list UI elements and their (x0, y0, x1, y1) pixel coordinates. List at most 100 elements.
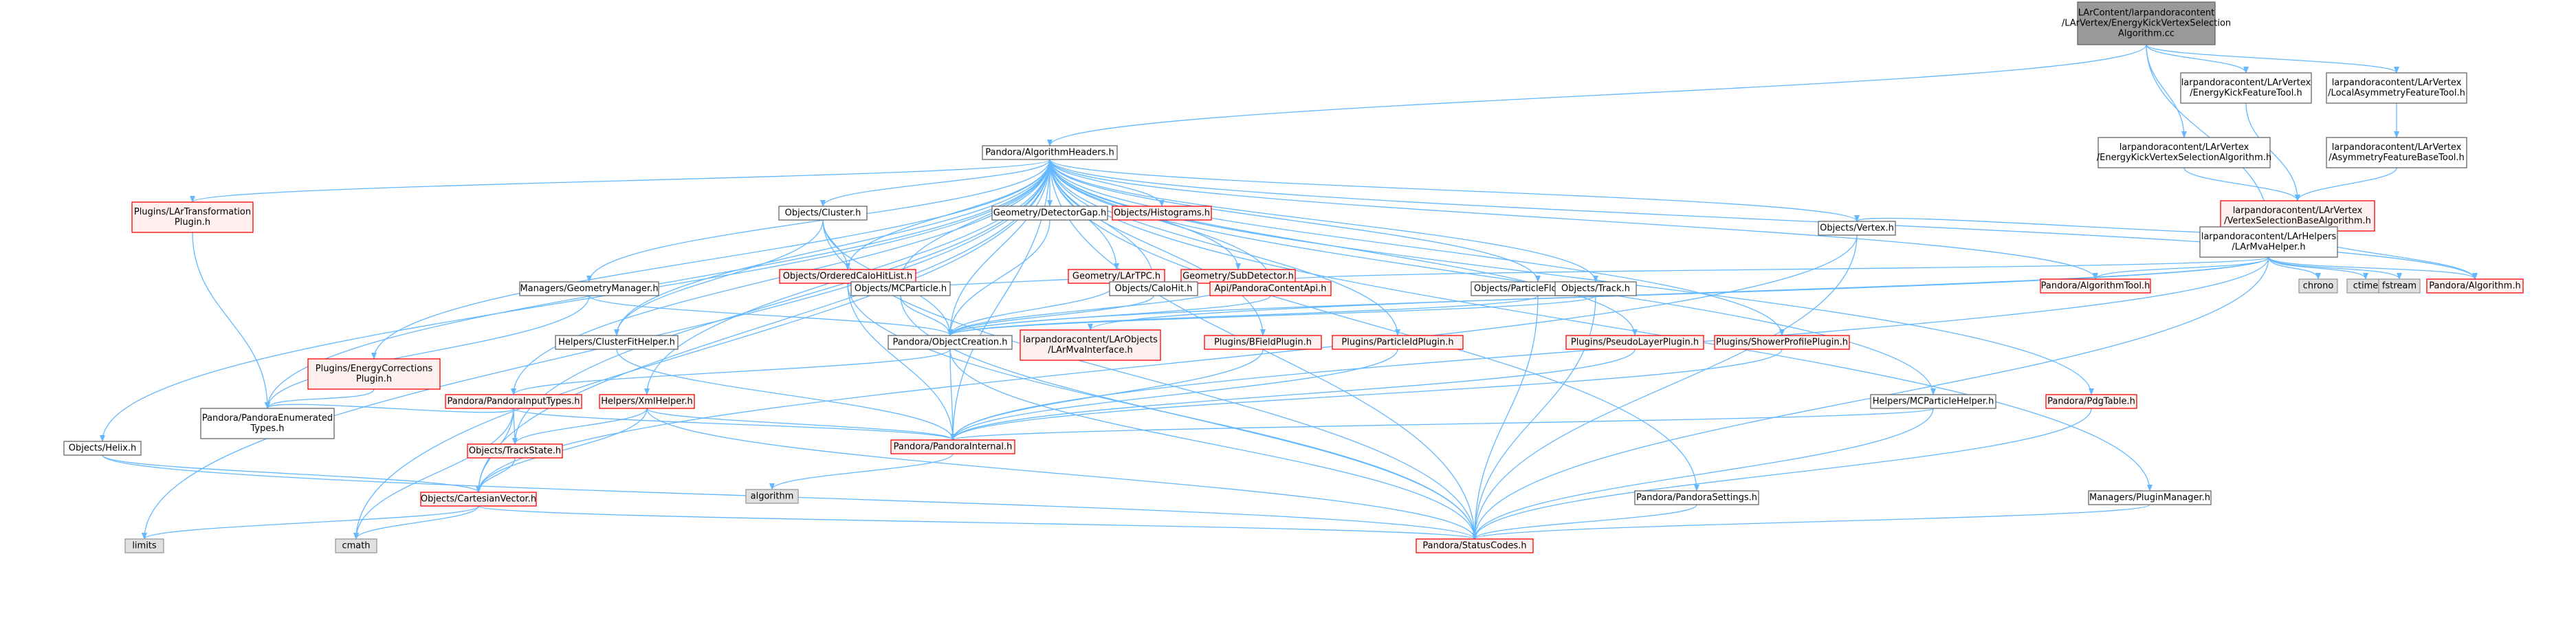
edge-larMva-to-fstream (2268, 256, 2402, 280)
edge-cartesian-to-statusCodes (478, 505, 1477, 540)
node-label-enumTypes-0: Pandora/PandoraEnumerated (202, 413, 333, 424)
node-clusterFit[interactable]: Helpers/ClusterFitHelper.h (555, 335, 679, 350)
node-box-inputTypes (445, 394, 582, 409)
node-algorithmH[interactable]: Pandora/Algorithm.h (2426, 278, 2524, 294)
node-bfield[interactable]: Plugins/BFieldPlugin.h (1204, 335, 1322, 350)
node-label-mcParticle-0: Objects/MCParticle.h (855, 284, 947, 294)
edge-pfo-to-statusCodes (1472, 295, 1539, 540)
node-box-limits (124, 538, 164, 553)
node-label-clusterH-0: Objects/Cluster.h (785, 208, 861, 219)
node-larMva[interactable]: larpandoracontent/LArHelpers/LArMvaHelpe… (2199, 226, 2338, 258)
node-box-detGap (991, 206, 1108, 221)
node-box-mcParticle (850, 281, 951, 296)
node-inputTypes[interactable]: Pandora/PandoraInputTypes.h (445, 394, 582, 409)
node-geomMgr[interactable]: Managers/GeometryManager.h (519, 281, 659, 296)
node-pidPlugin[interactable]: Plugins/ParticleIdPlugin.h (1332, 335, 1464, 350)
node-ctime[interactable]: ctime (2346, 278, 2385, 294)
node-label-vsBase-1: /VertexSelectionBaseAlgorithm.h (2224, 216, 2371, 226)
node-statusCodes[interactable]: Pandora/StatusCodes.h (1416, 538, 1534, 553)
edge-algoHeaders-to-mcParticle (898, 159, 1050, 283)
edge-algoHeaders-to-geomMgr (586, 159, 1050, 283)
node-mcParticle[interactable]: Objects/MCParticle.h (850, 281, 951, 296)
node-cartesian[interactable]: Objects/CartesianVector.h (420, 492, 537, 507)
node-contentApi[interactable]: Api/PandoraContentApi.h (1209, 281, 1332, 296)
node-vertexH[interactable]: Objects/Vertex.h (1818, 221, 1896, 236)
node-laFeatTool[interactable]: larpandoracontent/LArVertex/LocalAsymmet… (2326, 72, 2467, 104)
node-label-cartesian-0: Objects/CartesianVector.h (421, 494, 536, 505)
edge-helix-to-cartesian (102, 454, 481, 493)
edge-algoHeaders-to-pdgTable (1049, 159, 2094, 395)
node-label-energyCorr-1: Plugin.h (356, 374, 392, 384)
node-box-internal (890, 439, 1015, 454)
edge-algoHeaders-to-bfield (1049, 159, 1266, 336)
node-xmlHelper[interactable]: Helpers/XmlHelper.h (599, 394, 695, 409)
node-label-root-1: /LArVertex/EnergyKickVertexSelection (2062, 19, 2231, 29)
node-box-showerProfile (1714, 335, 1850, 350)
node-pdgTable[interactable]: Pandora/PdgTable.h (2045, 394, 2137, 409)
node-label-cmath-0: cmath (342, 541, 370, 551)
node-box-vertexH (1818, 221, 1896, 236)
node-label-root-0: LArContent/larpandoracontent (2078, 8, 2215, 19)
node-pluginMgr[interactable]: Managers/PluginManager.h (2088, 490, 2212, 505)
node-showerProfile[interactable]: Plugins/ShowerProfilePlugin.h (1714, 335, 1850, 350)
node-helix[interactable]: Objects/Helix.h (63, 441, 142, 456)
node-asymBase[interactable]: larpandoracontent/LArVertex/AsymmetryFea… (2326, 137, 2467, 168)
node-box-xmlHelper (599, 394, 695, 409)
node-algToolH[interactable]: Pandora/AlgorithmTool.h (2040, 278, 2151, 294)
node-label-algoHeaders-0: Pandora/AlgorithmHeaders.h (985, 148, 1114, 158)
edge-larMva-to-chrono (2268, 256, 2321, 280)
node-subDet[interactable]: Geometry/SubDetector.h (1180, 269, 1296, 284)
node-label-algToolH-0: Pandora/AlgorithmTool.h (2041, 281, 2150, 292)
node-stdAlgorithm[interactable]: algorithm (745, 489, 799, 504)
edge-objCreation-to-inputTypes (511, 349, 951, 395)
node-trackState[interactable]: Objects/TrackState.h (467, 443, 563, 459)
node-label-mcPartHelper-0: Helpers/MCParticleHelper.h (1873, 397, 1994, 407)
node-ekVsAlg[interactable]: larpandoracontent/LArVertex/EnergyKickVe… (2097, 137, 2271, 168)
node-cmath[interactable]: cmath (335, 538, 377, 553)
node-box-trackH (1554, 281, 1637, 296)
edge-pdgTable-to-statusCodes (1472, 408, 2092, 540)
edge-larTPC-to-objCreation (947, 283, 1117, 336)
edge-clusterFit-to-internal (616, 349, 956, 441)
node-internal[interactable]: Pandora/PandoraInternal.h (890, 439, 1015, 454)
node-orderedCalo[interactable]: Objects/OrderedCaloHitList.h (779, 269, 916, 284)
node-detGap[interactable]: Geometry/DetectorGap.h (991, 206, 1108, 221)
node-histograms[interactable]: Objects/Histograms.h (1112, 206, 1212, 221)
node-box-root (2077, 1, 2216, 45)
node-mcPartHelper[interactable]: Helpers/MCParticleHelper.h (1870, 394, 1996, 409)
node-chrono[interactable]: chrono (2298, 278, 2338, 294)
edge-inputTypes-to-enumTypes (265, 402, 514, 413)
node-root[interactable]: LArContent/larpandoracontent/LArVertex/E… (2062, 1, 2231, 45)
node-box-algoHeaders (982, 145, 1118, 160)
node-box-cmath (335, 538, 377, 553)
node-mvaIface[interactable]: larpandoracontent/LArObjects/LArMvaInter… (1020, 329, 1161, 361)
node-objCreation[interactable]: Pandora/ObjectCreation.h (888, 335, 1013, 350)
edge-objCreation-to-internal (949, 349, 956, 441)
node-clusterH[interactable]: Objects/Cluster.h (778, 206, 868, 221)
node-label-ekVsAlg-0: larpandoracontent/LArVertex (2120, 142, 2249, 153)
node-caloHit[interactable]: Objects/CaloHit.h (1109, 281, 1198, 296)
node-label-internal-0: Pandora/PandoraInternal.h (894, 442, 1013, 452)
node-algoHeaders[interactable]: Pandora/AlgorithmHeaders.h (982, 145, 1118, 160)
node-larTPC[interactable]: Geometry/LArTPC.h (1068, 269, 1165, 284)
edge-algoHeaders-to-histograms (1049, 159, 1165, 207)
node-box-stdAlgorithm (745, 489, 799, 504)
edge-mcPartHelper-to-statusCodes (1472, 408, 1934, 540)
node-label-pluginMgr-0: Managers/PluginManager.h (2089, 493, 2210, 503)
node-label-energyCorr-0: Plugins/EnergyCorrections (316, 364, 433, 374)
node-pseudoLayer[interactable]: Plugins/PseudoLayerPlugin.h (1565, 335, 1704, 350)
node-box-larMva (2199, 226, 2338, 258)
node-fstream[interactable]: fstream (2378, 278, 2421, 294)
edge-geomMgr-to-objCreation (588, 295, 953, 336)
node-label-bfield-0: Plugins/BFieldPlugin.h (1214, 338, 1312, 348)
node-settings[interactable]: Pandora/PandoraSettings.h (1634, 490, 1759, 505)
edge-pidPlugin-to-internal (950, 349, 1398, 441)
node-label-objCreation-0: Pandora/ObjectCreation.h (892, 338, 1007, 348)
node-trackH[interactable]: Objects/Track.h (1554, 281, 1637, 296)
node-label-ekVsAlg-1: /EnergyKickVertexSelectionAlgorithm.h (2097, 153, 2271, 163)
node-ekFeatTool[interactable]: larpandoracontent/LArVertex/EnergyKickFe… (2180, 72, 2312, 104)
node-limits[interactable]: limits (124, 538, 164, 553)
